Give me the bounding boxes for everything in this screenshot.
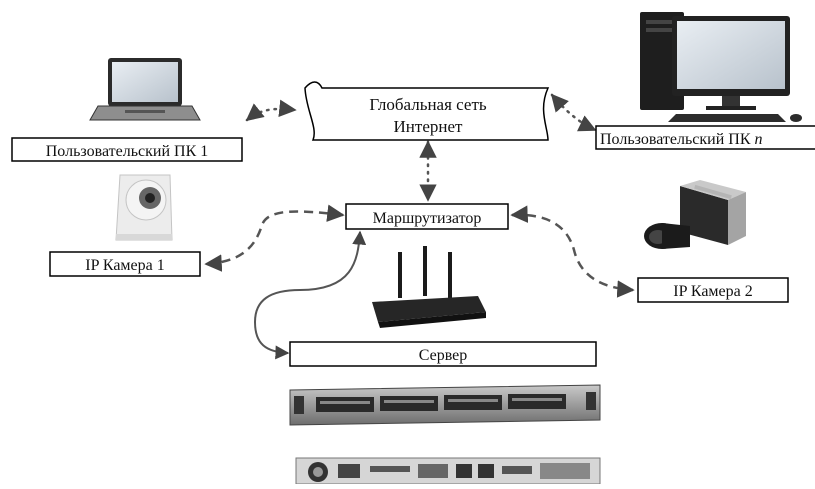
pcn-label: Пользовательский ПК n: [600, 131, 762, 148]
server-label: Сервер: [419, 347, 468, 364]
router-label-box: Маршрутизатор: [345, 203, 509, 230]
internet-cloud: Глобальная сеть Интернет: [304, 81, 550, 141]
ip-camera-dome-icon: [115, 174, 173, 241]
dotted-link-pc1-internet: [245, 99, 297, 122]
pcn-label-suffix: n: [754, 131, 762, 148]
cam1-label-box: IP Камера 1: [49, 251, 201, 277]
cam2-label: IP Камера 2: [673, 283, 753, 300]
dashed-link-router-cam2: [510, 205, 635, 298]
pcn-label-prefix: Пользовательский ПК: [600, 131, 754, 148]
router-label: Маршрутизатор: [373, 210, 482, 227]
dashed-link-router-cam1: [204, 204, 345, 272]
laptop-icon: [89, 58, 201, 121]
server-label-box: Сервер: [289, 341, 597, 367]
pcn-label-box: Пользовательский ПК n: [595, 125, 815, 150]
cam1-label: IP Камера 1: [85, 257, 165, 274]
internet-label-line2: Интернет: [394, 117, 463, 136]
internet-label-line1: Глобальная сеть: [369, 95, 487, 114]
rack-server-icon: [289, 384, 601, 485]
dotted-link-pcn-internet: [550, 93, 597, 132]
pc1-label-box: Пользовательский ПК 1: [11, 137, 243, 162]
desktop-pc-icon: [640, 12, 802, 122]
pc1-label: Пользовательский ПК 1: [46, 143, 208, 160]
ip-camera-box-icon: [644, 180, 746, 249]
solid-link-router-server: [253, 230, 367, 360]
cam2-label-box: IP Камера 2: [637, 277, 789, 303]
wifi-router-icon: [372, 246, 486, 328]
